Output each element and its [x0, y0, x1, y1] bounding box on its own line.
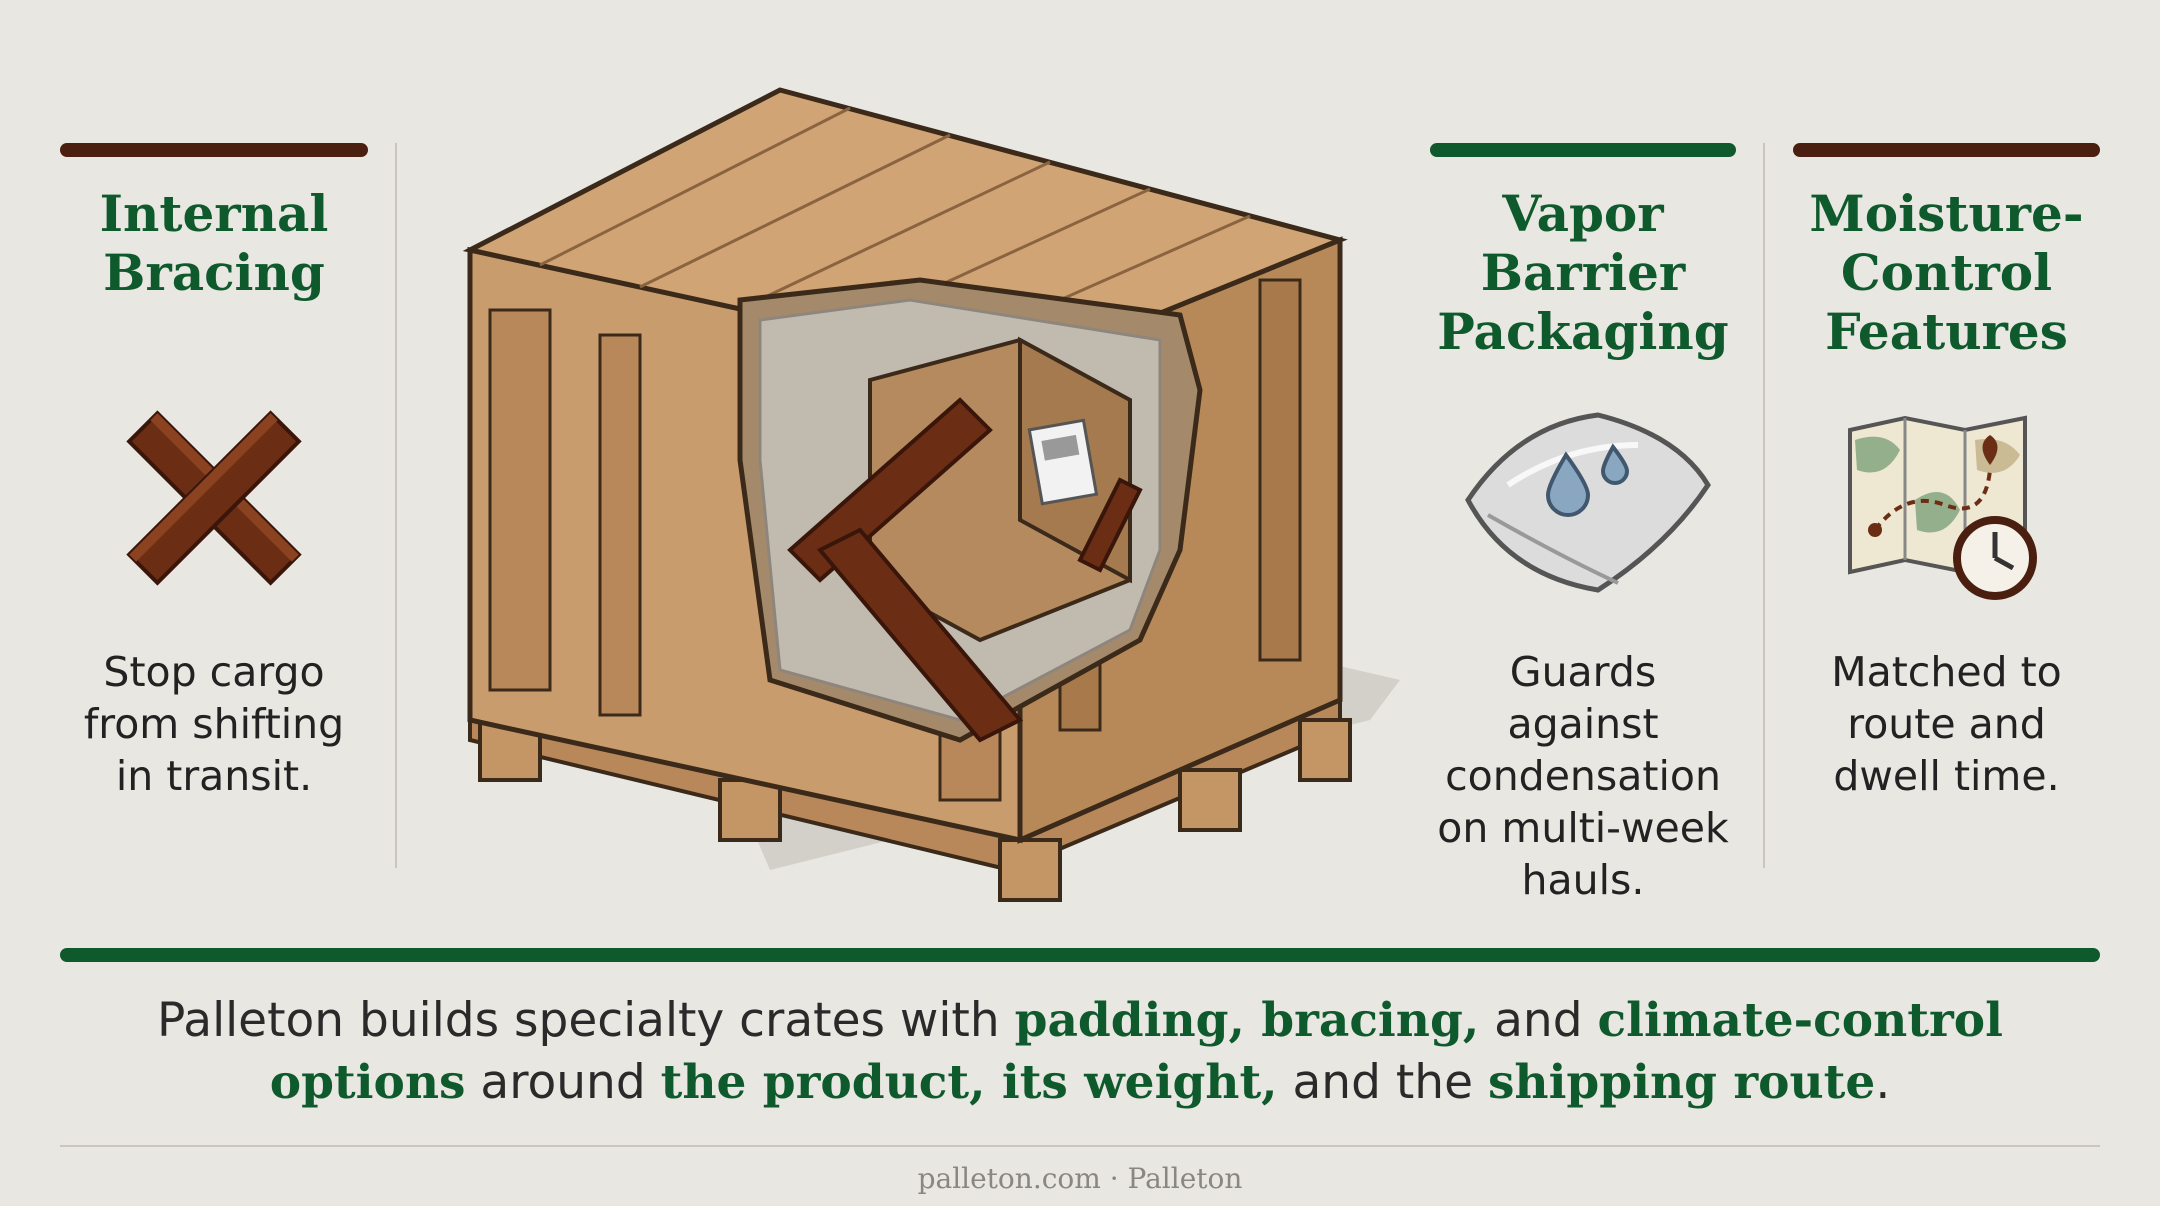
summary-highlight: the product, its weight, — [660, 1055, 1278, 1110]
feature-internal-bracing: Internal Bracing Stop cargo from shiftin… — [60, 0, 368, 900]
summary-text: Palleton builds specialty crates with pa… — [60, 990, 2100, 1114]
feature-title: Internal Bracing — [99, 184, 329, 302]
summary-highlight: climate-control options — [269, 993, 2003, 1110]
feature-vapor-barrier: Vapor Barrier Packaging Guards against c… — [1430, 0, 1736, 904]
summary-accent-bar — [60, 948, 2100, 962]
crossed-wood-beams-icon — [126, 410, 302, 586]
feature-description: Guards against condensation on multi-wee… — [1437, 648, 1729, 904]
route-map-clock-icon — [1848, 415, 2037, 600]
moisture-control-accent-bar — [1793, 143, 2100, 157]
summary-highlight: shipping route — [1487, 1055, 1876, 1110]
vapor-barrier-bag-icon — [1465, 412, 1711, 593]
vapor-barrier-accent-bar — [1430, 143, 1736, 157]
internal-bracing-accent-bar — [60, 143, 368, 157]
summary-text-part: and — [1479, 993, 1598, 1048]
feature-description: Stop cargo from shifting in transit. — [83, 648, 345, 800]
feature-title: Vapor Barrier Packaging — [1437, 184, 1729, 361]
feature-moisture-control: Moisture- Control Features Matched to ro… — [1793, 0, 2100, 900]
feature-description: Matched to route and dwell time. — [1831, 648, 2062, 800]
summary-text-part: Palleton builds specialty crates with — [157, 993, 1015, 1048]
feature-title: Moisture- Control Features — [1809, 184, 2084, 361]
footer-credit: palleton.com · Palleton — [917, 1162, 1243, 1195]
summary-text-part: and the — [1277, 1055, 1488, 1110]
divider-left — [395, 143, 397, 868]
summary-text-part: around — [465, 1055, 661, 1110]
divider-right — [1763, 143, 1765, 868]
wooden-crate-cutaway-illustration — [462, 87, 1400, 902]
footer-divider — [60, 1145, 2100, 1147]
summary-text-part: . — [1875, 1055, 1891, 1110]
summary-highlight: padding, bracing, — [1014, 993, 1480, 1048]
